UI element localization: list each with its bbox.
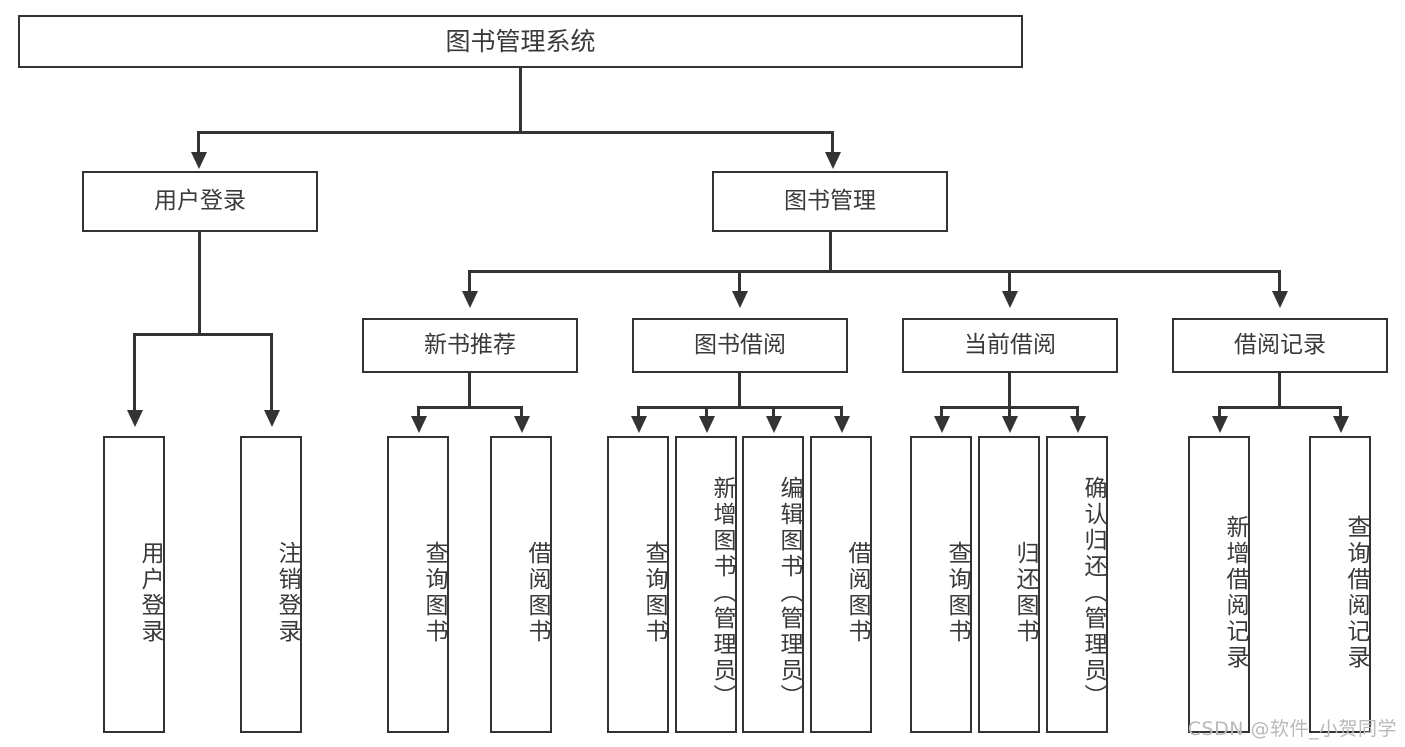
node-book-borrow[interactable]: 图书借阅 [632,318,848,373]
node-book-management[interactable]: 图书管理 [712,171,948,232]
connector-newbook-bus [417,406,523,409]
leaf-query-book-borrow[interactable]: 查询图书 [607,436,669,733]
arrow-down-icon [462,291,478,308]
connector-bookborrow-leaf-2 [705,406,708,418]
arrow-down-icon [1002,291,1018,308]
leaf-query-borrow-record[interactable]: 查询借阅记录 [1309,436,1371,733]
connector-bookborrow-leaf-1 [637,406,640,418]
connector-login-bus [133,333,273,336]
node-current-borrow[interactable]: 当前借阅 [902,318,1118,373]
arrow-down-icon [1002,416,1018,433]
leaf-label: 新增借阅记录 [1222,514,1248,671]
connector-root-to-login [197,131,200,155]
connector-currentborrow-leaf-1 [940,406,943,418]
connector-newbook-stem [468,373,471,406]
arrow-down-icon [1272,291,1288,308]
connector-bookborrow-leaf-4 [840,406,843,418]
connector-bookmgmt-stem [829,232,832,271]
arrow-down-icon [411,416,427,433]
arrow-down-icon [127,410,143,427]
connector-bookborrow-bus [637,406,843,409]
leaf-user-login[interactable]: 用户登录 [103,436,165,733]
leaf-edit-book-admin[interactable]: 编辑图书（管理员） [742,436,804,733]
leaf-label: 查询图书 [641,540,667,645]
arrow-down-icon [191,152,207,169]
node-new-book-recommend[interactable]: 新书推荐 [362,318,578,373]
leaf-label: 新增图书（管理员） [709,475,735,710]
connector-root-bus [197,131,834,134]
connector-login-stem [198,232,201,333]
leaf-return-book[interactable]: 归还图书 [978,436,1040,733]
leaf-label: 归还图书 [1012,540,1038,645]
connector-bookmgmt-to-record [1278,270,1281,294]
leaf-label: 查询借阅记录 [1343,514,1369,671]
connector-bookmgmt-bus [468,270,1280,273]
connector-borrowrecord-stem [1278,373,1281,406]
leaf-logout[interactable]: 注销登录 [240,436,302,733]
connector-borrowrecord-leaf-2 [1339,406,1342,418]
connector-login-leaf-1 [133,333,136,413]
connector-borrowrecord-bus [1218,406,1342,409]
arrow-down-icon [1333,416,1349,433]
connector-currentborrow-stem [1008,373,1011,406]
arrow-down-icon [934,416,950,433]
connector-bookborrow-stem [738,373,741,406]
node-borrow-record[interactable]: 借阅记录 [1172,318,1388,373]
leaf-label: 借阅图书 [524,540,550,645]
csdn-watermark: CSDN @软件_小贺同学 [1187,718,1397,740]
leaf-label: 查询图书 [944,540,970,645]
arrow-down-icon [1070,416,1086,433]
connector-currentborrow-leaf-2 [1008,406,1011,418]
connector-bookborrow-leaf-3 [772,406,775,418]
leaf-label: 查询图书 [421,540,447,645]
leaf-add-book-admin[interactable]: 新增图书（管理员） [675,436,737,733]
leaf-label: 借阅图书 [844,540,870,645]
arrow-down-icon [732,291,748,308]
leaf-label: 注销登录 [274,540,300,645]
arrow-down-icon [834,416,850,433]
leaf-borrow-book-recommend[interactable]: 借阅图书 [490,436,552,733]
arrow-down-icon [1212,416,1228,433]
arrow-down-icon [264,410,280,427]
leaf-add-borrow-record[interactable]: 新增借阅记录 [1188,436,1250,733]
connector-bookmgmt-to-borrow [738,270,741,294]
connector-currentborrow-leaf-3 [1076,406,1079,418]
connector-root-to-bookmgmt [831,131,834,155]
leaf-label: 确认归还（管理员） [1080,475,1106,710]
leaf-borrow-book[interactable]: 借阅图书 [810,436,872,733]
arrow-down-icon [825,152,841,169]
leaf-query-book-recommend[interactable]: 查询图书 [387,436,449,733]
connector-bookmgmt-to-current [1008,270,1011,294]
arrow-down-icon [699,416,715,433]
connector-login-leaf-2 [270,333,273,413]
connector-newbook-leaf-1 [417,406,420,418]
arrow-down-icon [631,416,647,433]
leaf-label: 用户登录 [137,540,163,645]
leaf-confirm-return-admin[interactable]: 确认归还（管理员） [1046,436,1108,733]
connector-borrowrecord-leaf-1 [1218,406,1221,418]
leaf-query-book-current[interactable]: 查询图书 [910,436,972,733]
node-user-login[interactable]: 用户登录 [82,171,318,232]
connector-bookmgmt-to-new [468,270,471,294]
leaf-label: 编辑图书（管理员） [776,475,802,710]
connector-root-stem [519,68,522,131]
connector-newbook-leaf-2 [520,406,523,418]
arrow-down-icon [514,416,530,433]
arrow-down-icon [766,416,782,433]
node-root-system[interactable]: 图书管理系统 [18,15,1023,68]
